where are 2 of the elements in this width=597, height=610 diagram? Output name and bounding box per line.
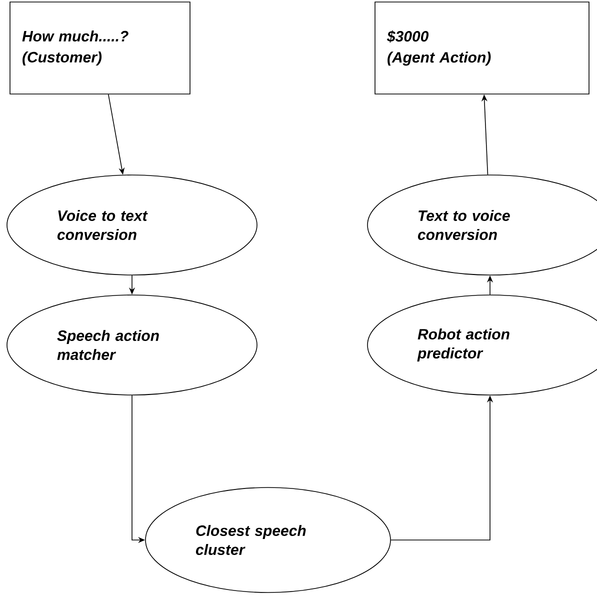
- text-box: $3000 (Agent Action): [374, 2, 590, 94]
- text-box: How much.....? (Customer): [10, 2, 190, 94]
